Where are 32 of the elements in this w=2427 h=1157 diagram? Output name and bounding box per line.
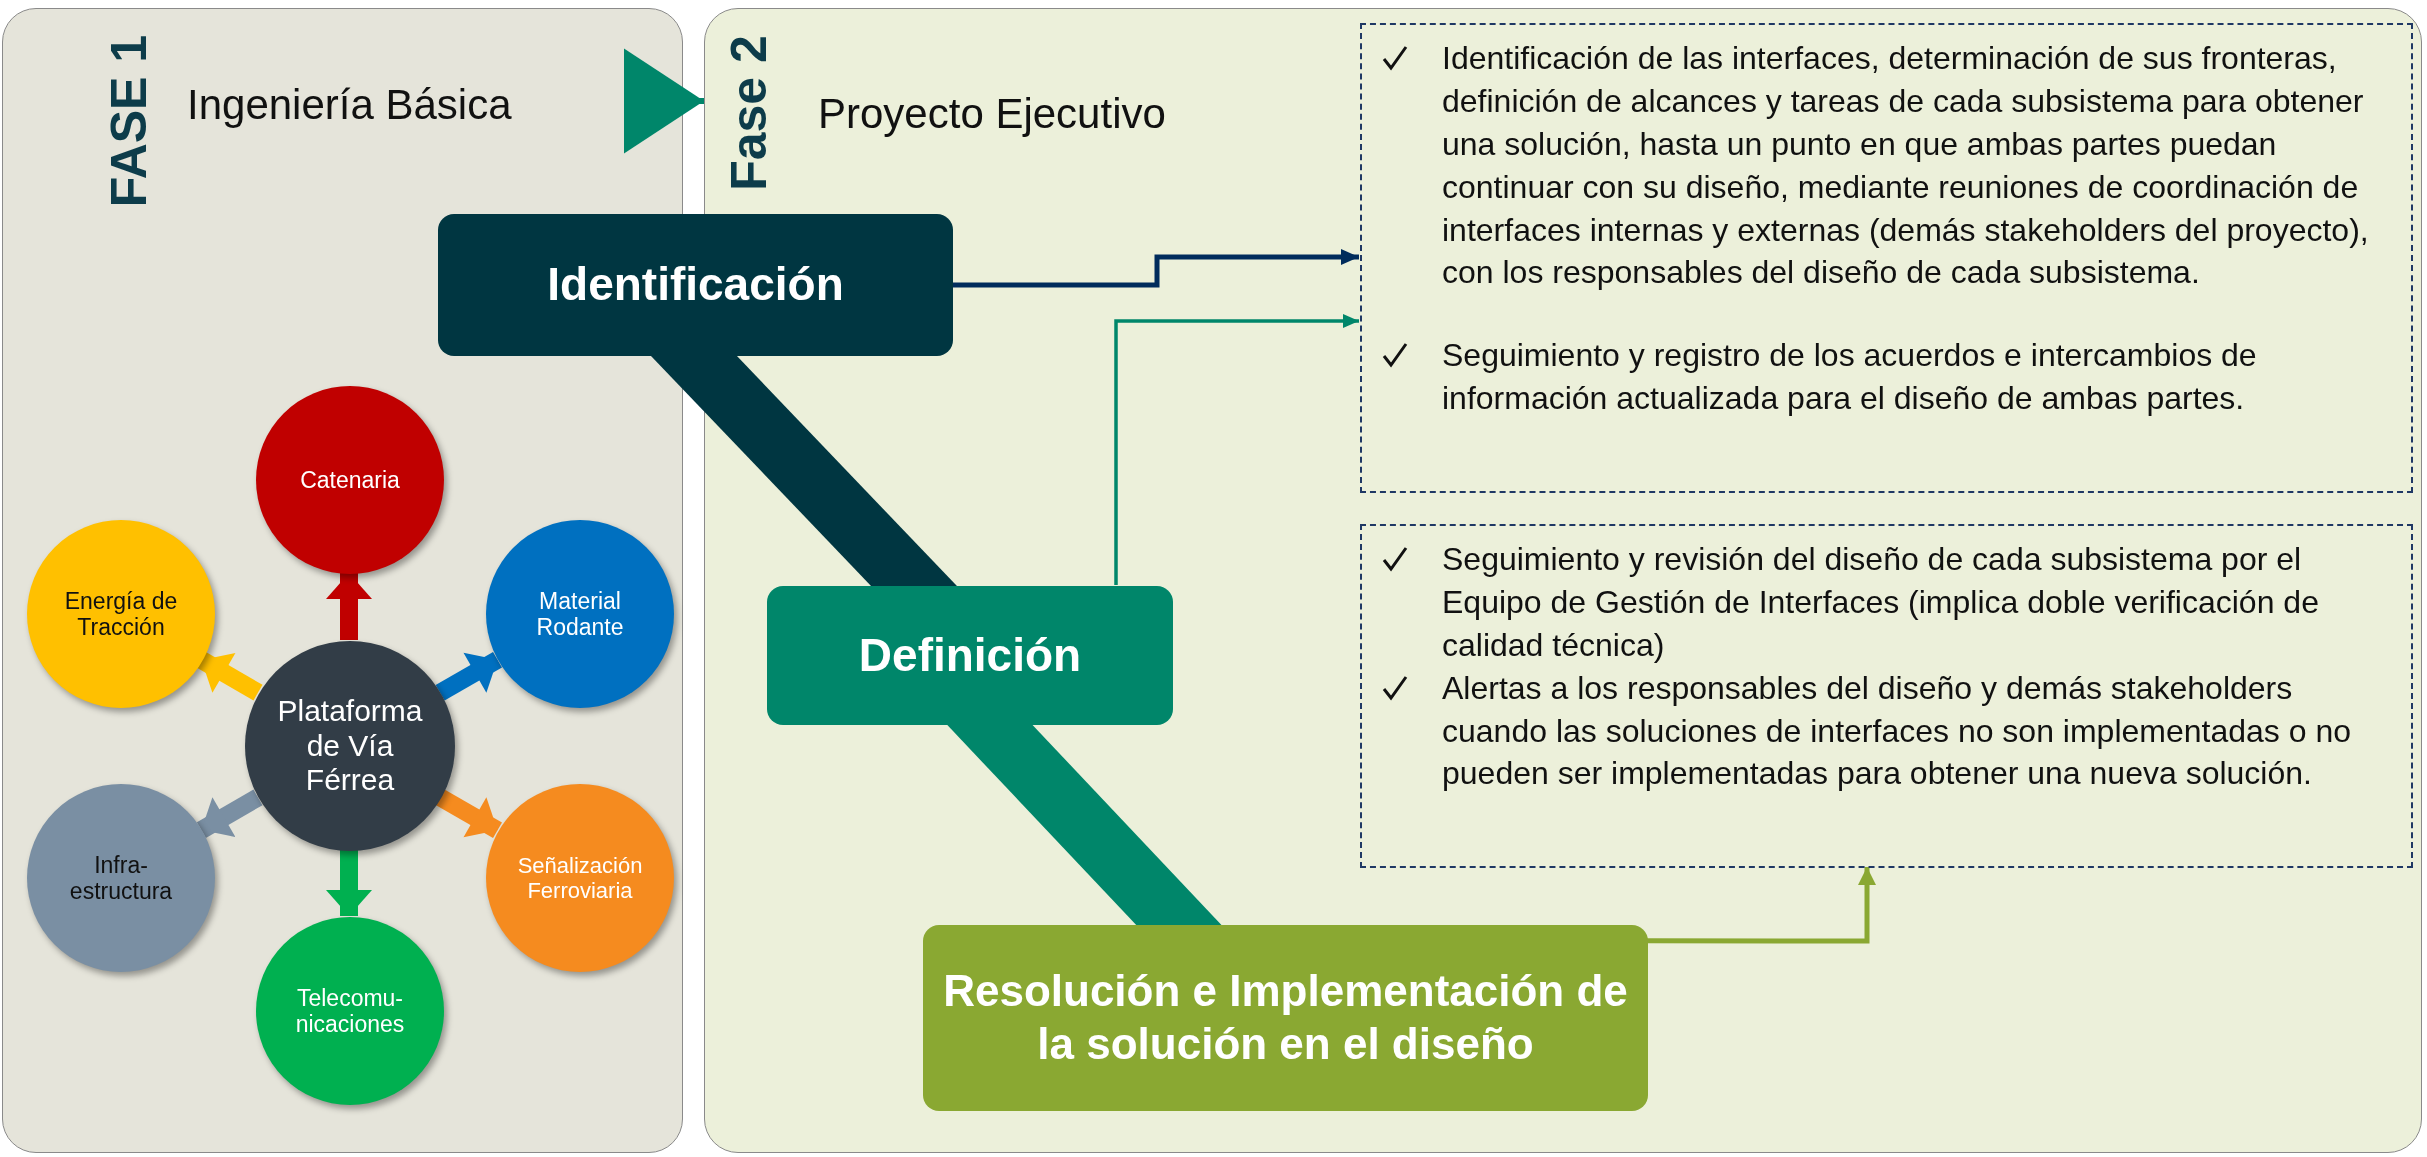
circle-label: Plataforma de Vía Férrea [276, 694, 424, 798]
step-box [923, 925, 1648, 1111]
step-label: Resolución e Implementación de la solución en el diseño [943, 965, 1628, 1070]
step-label: Identificación [547, 257, 844, 313]
circle-label: Infra- estructura [68, 851, 174, 905]
block-arrow [326, 573, 372, 640]
arrow [953, 249, 1359, 288]
block-arrow [196, 789, 263, 838]
circle-label: Señalización Ferroviaria [516, 852, 644, 904]
note-box [1360, 524, 2413, 868]
block-arrow [435, 652, 502, 701]
chevron-arrow [624, 48, 704, 154]
bullet-text: Seguimiento y revisión del diseño de cada subsistema por el Equipo de Gestión de Interfaces (implica doble verificación de calidad técnica) [1442, 541, 2319, 663]
note-box [1360, 23, 2413, 493]
step-box [767, 586, 1173, 725]
bullet-text: Identificación de las interfaces, determinación de sus fronteras, definición de alcances y tareas de cada subsistema para obtener una solución, hasta un punto en que ambas partes puedan continuar con su diseño, mediante reuniones de coordinación de interfaces internas y externas (demás stakeholders del proyecto), con los responsables del diseño de cada subsistema. [1442, 40, 2369, 291]
phase-subtitle: Proyecto Ejecutivo [818, 93, 1166, 135]
circle-label: Energía de Tracción [63, 587, 179, 641]
step-label: Definición [858, 627, 1082, 683]
bullet-text: Alertas a los responsables del diseño y demás stakeholders cuando las soluciones de interfaces no son implementadas o no pueden ser implementadas para obtener una nueva solución. [1442, 669, 2351, 792]
phase-heading: FASE 1 [104, 34, 154, 208]
phase-heading: Fase 2 [724, 35, 774, 191]
circle-label: Material Rodante [535, 587, 625, 641]
phase-subtitle: Ingeniería Básica [187, 84, 512, 126]
circle-label: Catenaria [300, 466, 400, 494]
circle-label: Telecomu- nicaciones [294, 984, 406, 1038]
step-box [438, 214, 953, 356]
arrow [1647, 867, 1876, 944]
block-arrow [435, 789, 502, 838]
arrow [1114, 313, 1359, 585]
block-arrow [326, 850, 372, 916]
bullet-text: Seguimiento y registro de los acuerdos e intercambios de información actualizada para el diseño de ambas partes. [1442, 337, 2257, 417]
